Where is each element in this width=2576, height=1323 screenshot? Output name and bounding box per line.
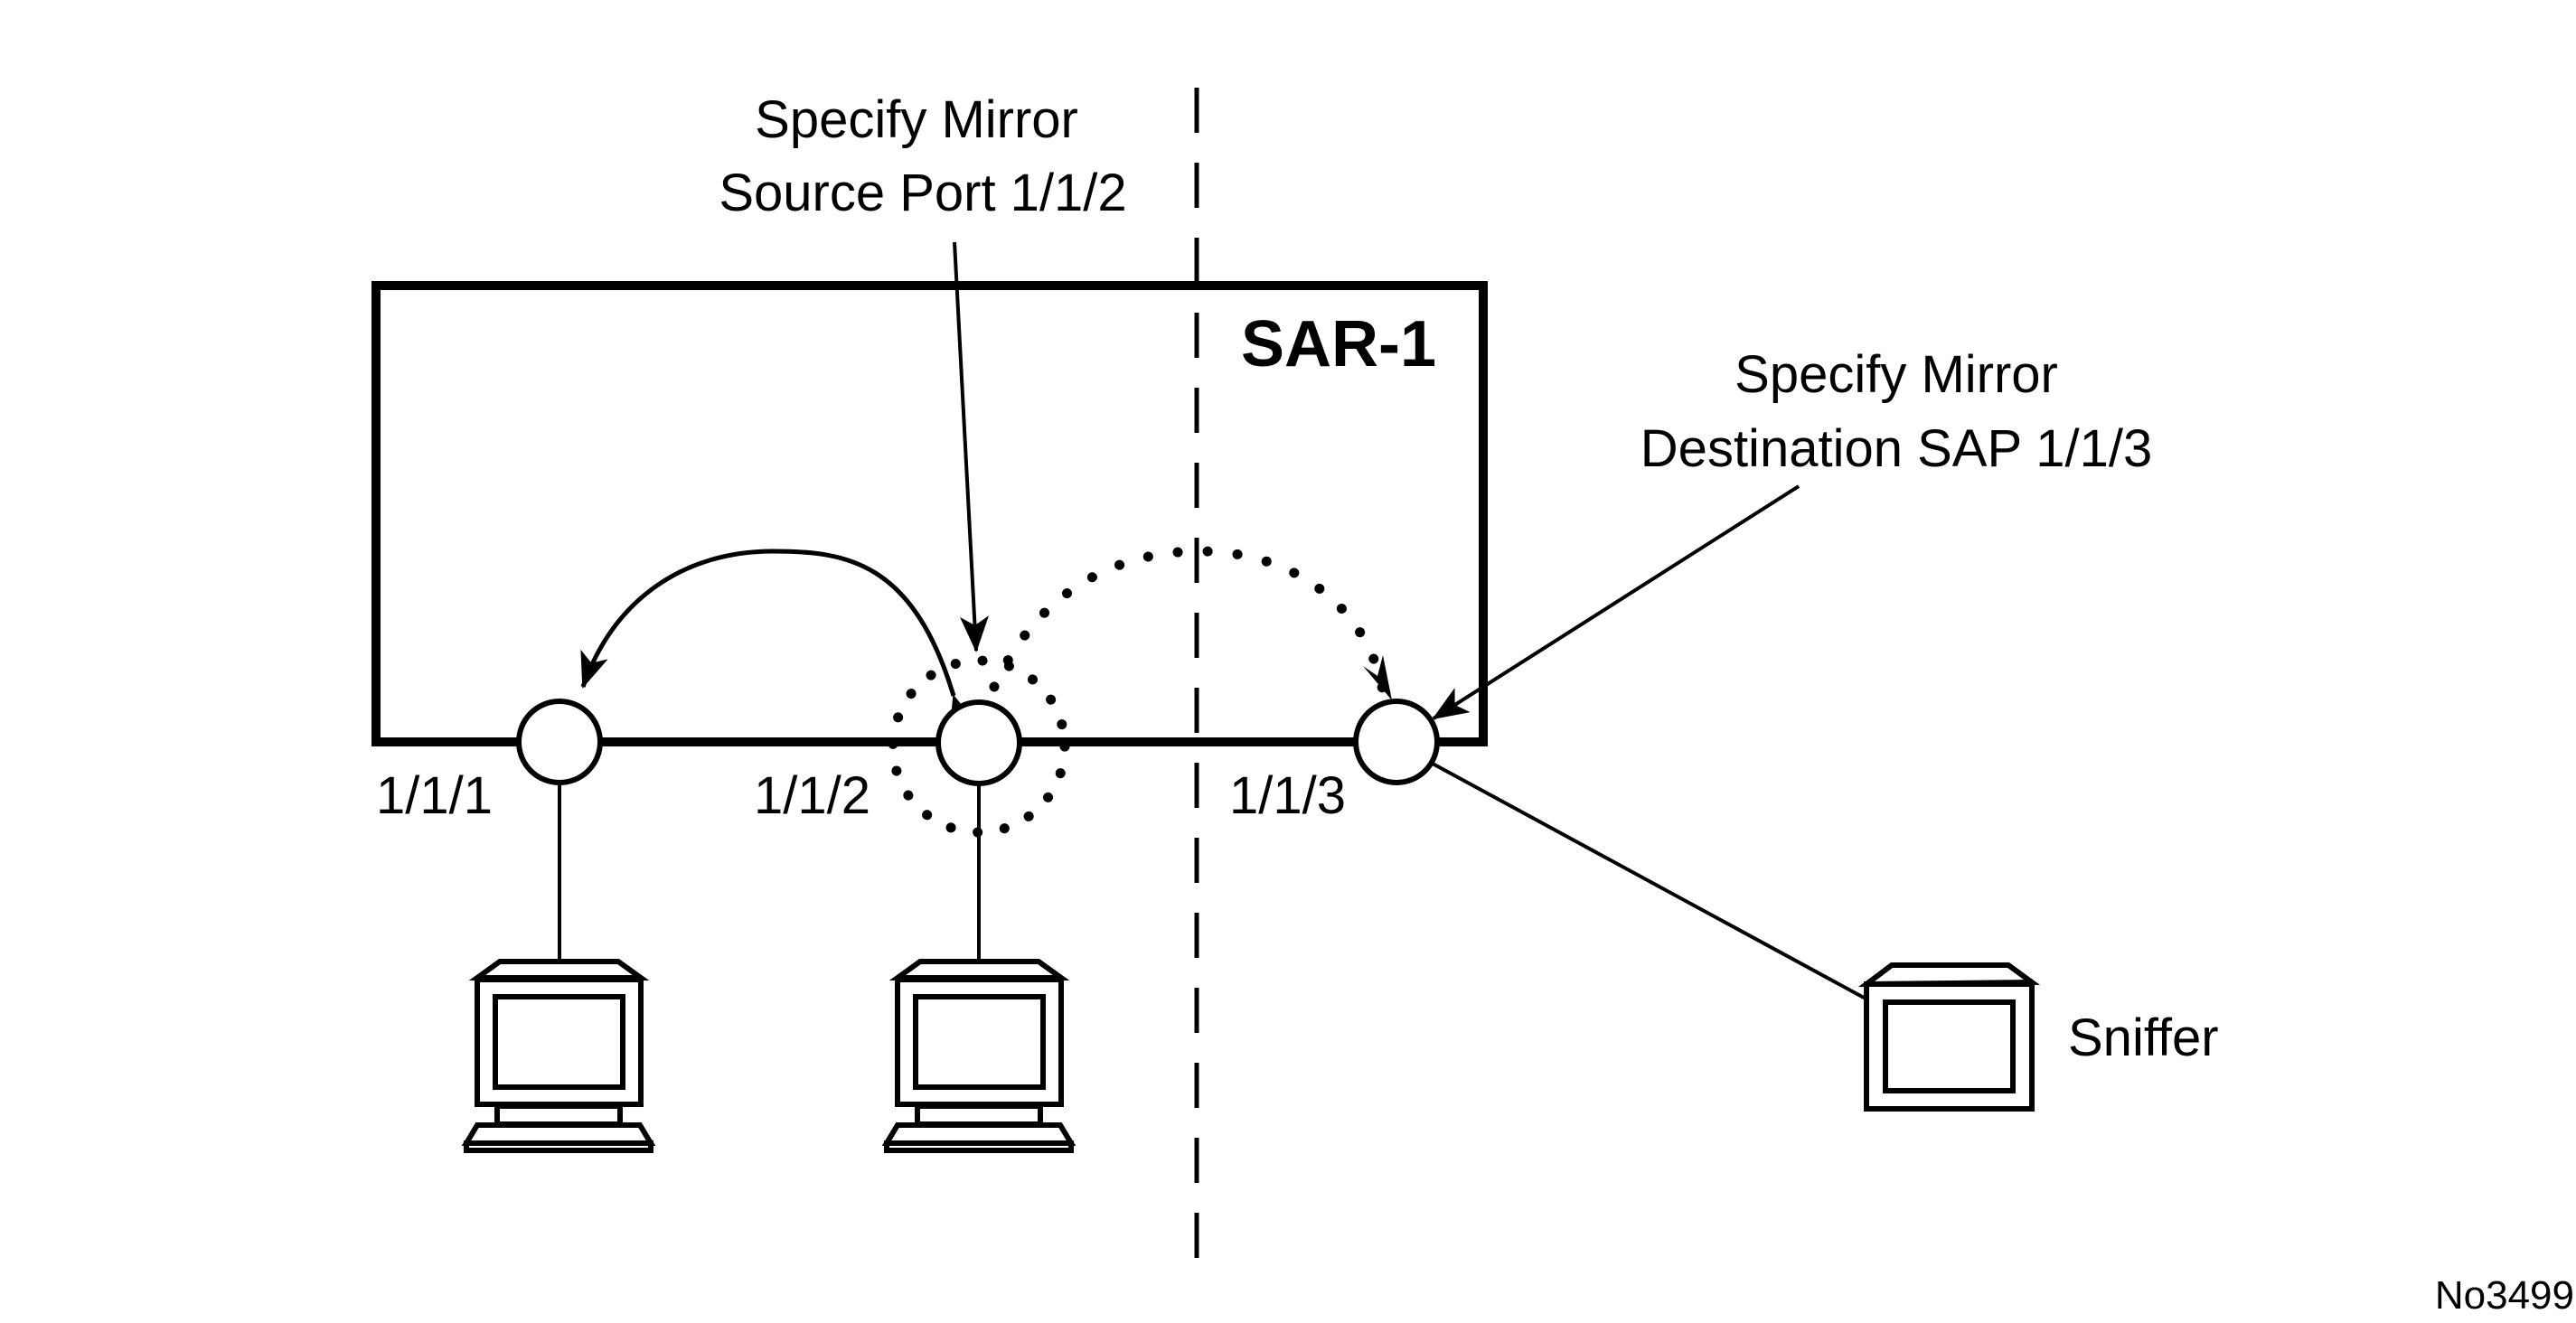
destination-annotation-arrow bbox=[1432, 484, 1800, 720]
port-label: 1/1/2 bbox=[754, 766, 870, 825]
port-label: 1/1/1 bbox=[376, 766, 493, 825]
port-1-1-2[interactable]: 1/1/2 bbox=[754, 699, 1022, 825]
sniffer-cable bbox=[1432, 762, 1866, 1000]
host-1-computer-icon bbox=[461, 959, 656, 1153]
mirror-flow-arrowhead bbox=[1363, 655, 1392, 700]
sniffer-monitor-icon bbox=[1857, 962, 2041, 1112]
sar-1-chassis bbox=[371, 281, 1488, 746]
source-annotation-arrow bbox=[953, 241, 989, 652]
sniffer-label: Sniffer bbox=[2068, 1009, 2219, 1067]
destination-annotation: Specify Mirror Destination SAP 1/1/3 bbox=[1432, 345, 2152, 720]
host-2-computer-icon bbox=[881, 959, 1076, 1153]
source-annotation: Specify Mirror Source Port 1/1/2 bbox=[719, 90, 1127, 652]
port-label: 1/1/3 bbox=[1229, 766, 1346, 825]
figure-id: No3499 bbox=[2435, 1273, 2574, 1318]
source-annotation-line2: Source Port 1/1/2 bbox=[719, 164, 1126, 222]
destination-annotation-line1: Specify Mirror bbox=[1735, 345, 2058, 404]
device-name-label: SAR-1 bbox=[1241, 308, 1436, 380]
port-1-1-1[interactable]: 1/1/1 bbox=[376, 699, 603, 825]
mirror-flow-arc bbox=[989, 546, 1388, 697]
source-annotation-line1: Specify Mirror bbox=[755, 90, 1078, 149]
port-1-1-3[interactable]: 1/1/3 bbox=[1229, 699, 1440, 825]
traffic-flow-arc bbox=[580, 549, 978, 733]
destination-annotation-line2: Destination SAP 1/1/3 bbox=[1641, 419, 2152, 478]
